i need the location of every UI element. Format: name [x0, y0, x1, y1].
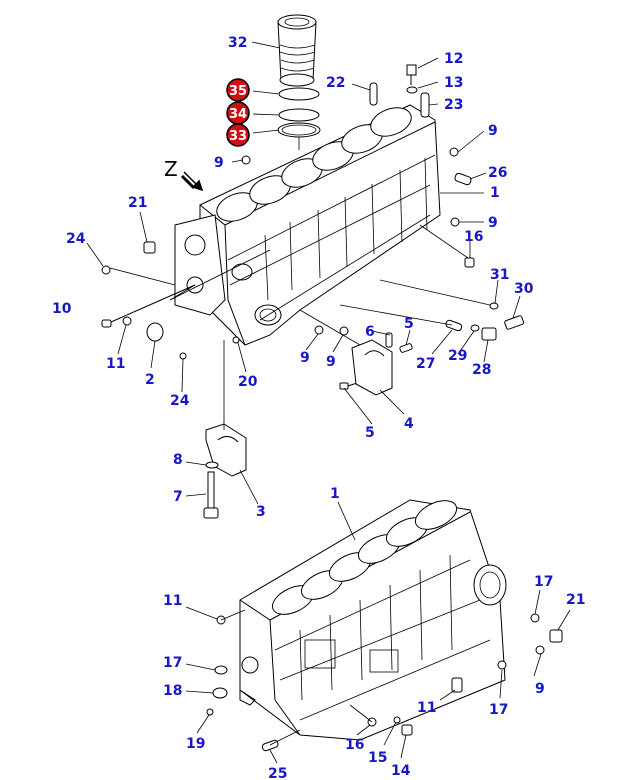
- bearing-cap-4: [351, 339, 393, 396]
- callout-27: 27: [416, 356, 435, 372]
- callout-24-lower: 24: [170, 393, 190, 409]
- callout-13: 13: [444, 75, 463, 91]
- callout-9-top: 9: [214, 155, 224, 171]
- callout-17-right: 17: [534, 574, 553, 590]
- badge-33: 33: [226, 123, 250, 147]
- view-arrow: Z: [164, 157, 204, 192]
- lower-callouts: 1 17 21 11 17 9 18 11 17 19 16 15 14 25: [163, 486, 585, 780]
- callout-11-bottom: 11: [417, 700, 436, 716]
- callout-18: 18: [163, 683, 182, 699]
- cylinder-liner: [277, 14, 317, 87]
- badge-35-label: 35: [229, 84, 247, 99]
- callout-22: 22: [326, 75, 345, 91]
- callout-30: 30: [514, 281, 534, 297]
- callout-4: 4: [404, 416, 414, 432]
- callout-26: 26: [488, 165, 507, 181]
- callout-21-lower: 21: [566, 592, 585, 608]
- badge-35: 35: [226, 78, 250, 102]
- lower-assembly: 1 17 21 11 17 9 18 11 17 19 16 15 14 25: [163, 486, 585, 780]
- callout-1-upper: 1: [490, 185, 500, 201]
- callout-32: 32: [228, 35, 247, 51]
- badge-33-label: 33: [229, 129, 247, 144]
- callout-15: 15: [368, 750, 387, 766]
- callout-9-bottom: 9: [326, 354, 336, 370]
- callout-5-lower: 5: [365, 425, 375, 441]
- callout-9-lower: 9: [535, 681, 545, 697]
- callout-9-top-right: 9: [488, 123, 498, 139]
- callout-11-left: 11: [163, 593, 182, 609]
- callout-1-lower: 1: [330, 486, 340, 502]
- upper-callouts: 32 12 22 13 23 9 9 26 1 21 9 24 16 31 30…: [52, 35, 534, 520]
- lower-leaders: [185, 501, 571, 764]
- callout-29: 29: [448, 348, 467, 364]
- callout-9-bottom-left: 9: [300, 350, 310, 366]
- engine-block-lower: [239, 499, 507, 741]
- callout-2: 2: [145, 372, 155, 388]
- upper-assembly: Z: [52, 14, 534, 520]
- callout-8: 8: [173, 452, 183, 468]
- callout-16-lower: 16: [345, 737, 364, 753]
- callout-5-upper: 5: [404, 316, 414, 332]
- badge-34-label: 34: [229, 107, 247, 122]
- callout-19: 19: [186, 736, 205, 752]
- lower-hardware: [206, 613, 563, 752]
- engine-block-upper: [174, 104, 441, 346]
- view-marker: Z: [164, 157, 178, 181]
- o-rings: [277, 87, 321, 150]
- callout-31: 31: [490, 267, 509, 283]
- callout-21-upper: 21: [128, 195, 147, 211]
- callout-23: 23: [444, 97, 463, 113]
- callout-14: 14: [391, 763, 411, 779]
- badge-34: 34: [226, 101, 250, 125]
- upper-leaders: [86, 41, 521, 505]
- callout-10: 10: [52, 301, 72, 317]
- callout-20: 20: [238, 374, 258, 390]
- callout-11-upper: 11: [106, 356, 125, 372]
- callout-28: 28: [472, 362, 491, 378]
- callout-9-right: 9: [488, 215, 498, 231]
- callout-7: 7: [173, 489, 183, 505]
- callout-6: 6: [365, 324, 375, 340]
- callout-12: 12: [444, 51, 463, 67]
- callout-16-upper: 16: [464, 229, 483, 245]
- bearing-cap-3: [203, 423, 247, 519]
- callout-17-bottom: 17: [489, 702, 508, 718]
- callout-25: 25: [268, 766, 287, 780]
- callout-3: 3: [256, 504, 266, 520]
- callout-24-upper: 24: [66, 231, 86, 247]
- callout-17-left: 17: [163, 655, 182, 671]
